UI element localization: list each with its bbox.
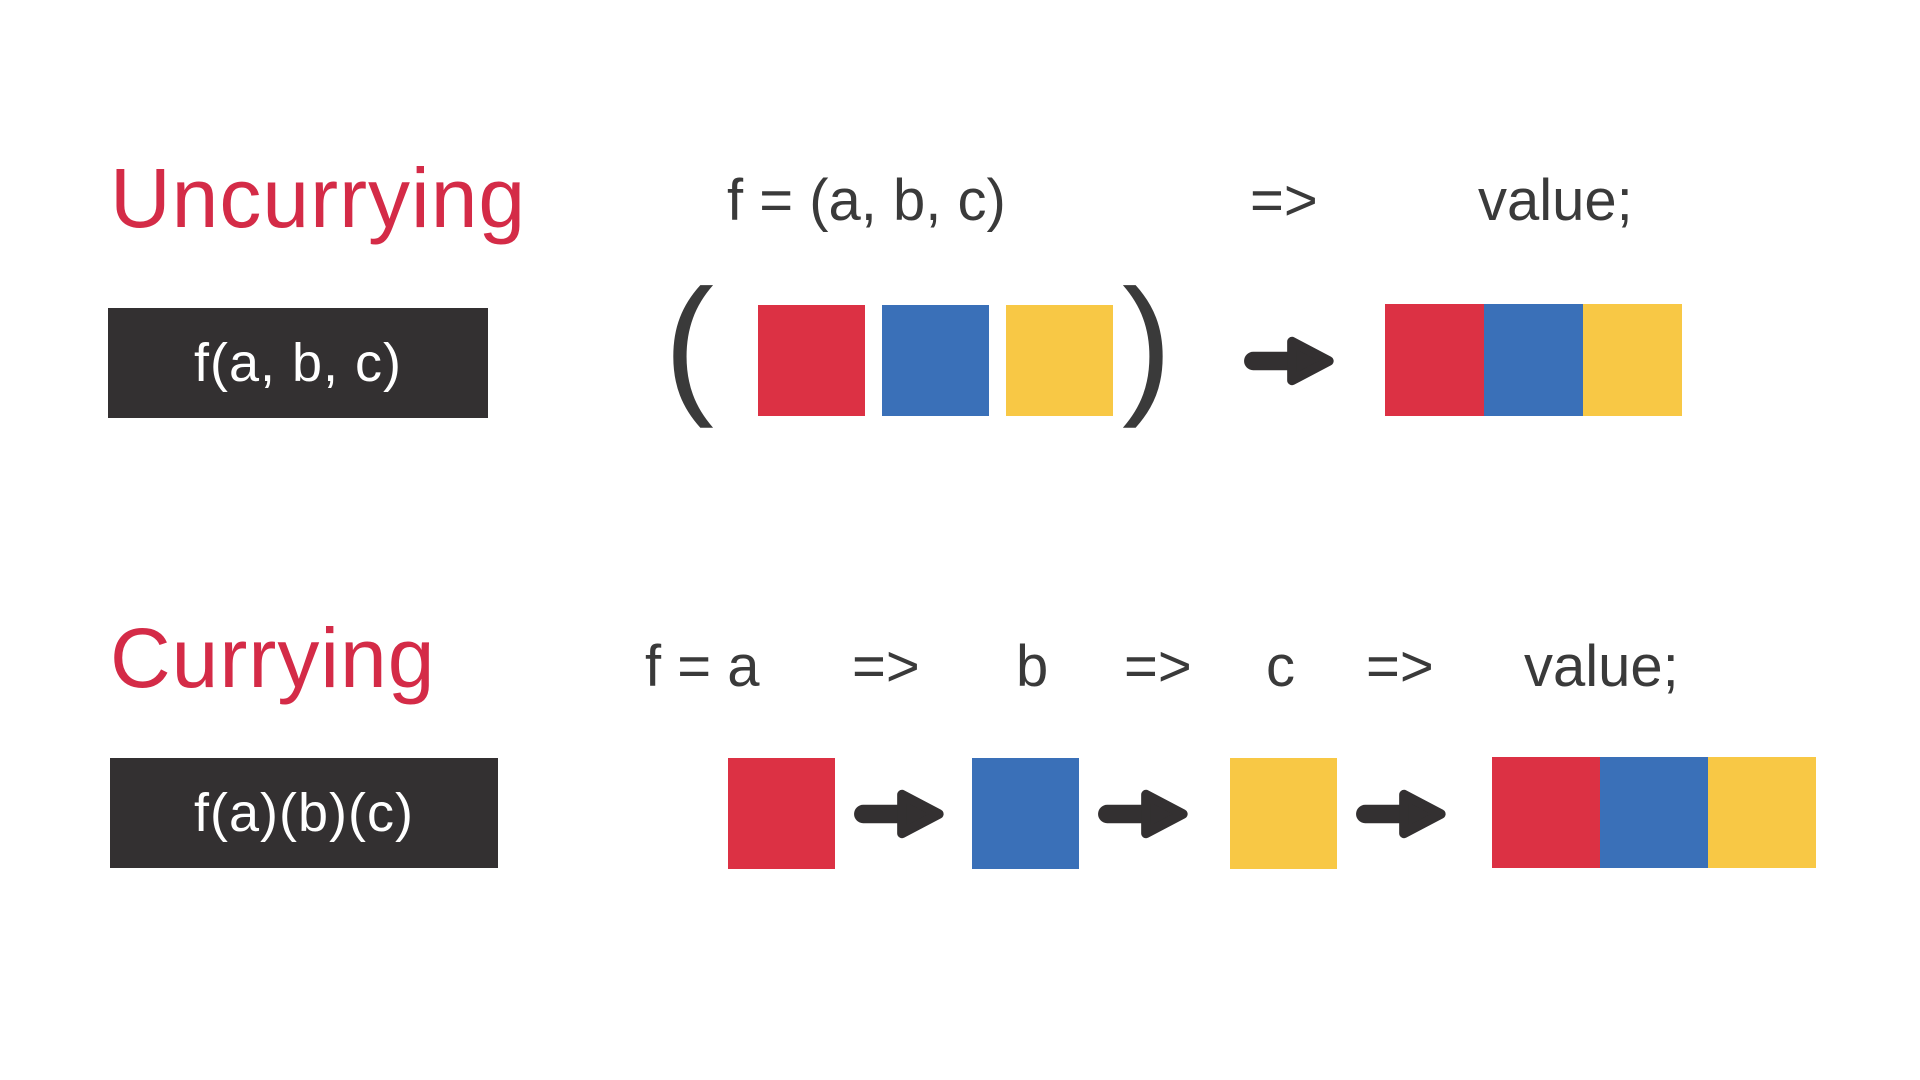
curry-square-blue — [972, 758, 1079, 869]
currying-expression-result: value; — [1524, 634, 1679, 699]
uncurrying-code-label: f(a, b, c) — [193, 333, 403, 393]
open-paren: ( — [664, 257, 714, 429]
arrow-icon — [854, 789, 944, 839]
result-segment-red — [1385, 304, 1484, 416]
currying-title: Currying — [110, 611, 436, 705]
currying-expression-arrow1-text: => — [852, 634, 920, 699]
uncurrying-expression-lhs: f = (a, b, c) — [727, 168, 1006, 233]
argument-square-red — [758, 305, 865, 416]
argument-square-yellow — [1006, 305, 1113, 416]
currying-code-box: f(a)(b)(c) — [110, 758, 498, 868]
curry-square-red — [728, 758, 835, 869]
currying-expression-arg-c: c — [1266, 634, 1295, 699]
result-segment-blue — [1484, 304, 1583, 416]
uncurrying-expression-result: value; — [1478, 168, 1633, 233]
result-segment-red — [1492, 757, 1600, 868]
arrow-icon — [1098, 789, 1188, 839]
result-segment-yellow — [1583, 304, 1682, 416]
uncurrying-expression-arrow-text: => — [1250, 168, 1318, 233]
currying-expression-arrow3-text: => — [1366, 634, 1434, 699]
currying-expression-arrow2-text: => — [1124, 634, 1192, 699]
currying-code-label: f(a)(b)(c) — [194, 783, 414, 843]
curry-square-yellow — [1230, 758, 1337, 869]
result-block — [1385, 304, 1682, 416]
curry-result-block — [1492, 757, 1816, 868]
arrow-icon — [1356, 789, 1446, 839]
argument-square-blue — [882, 305, 989, 416]
currying-expression-lhs: f = a — [645, 634, 760, 699]
result-segment-blue — [1600, 757, 1708, 868]
uncurrying-title: Uncurrying — [110, 151, 527, 245]
close-paren: ) — [1122, 257, 1172, 429]
uncurrying-code-box: f(a, b, c) — [108, 308, 488, 418]
arrow-icon — [1244, 336, 1334, 386]
result-segment-yellow — [1708, 757, 1816, 868]
currying-expression-arg-b: b — [1016, 634, 1049, 699]
